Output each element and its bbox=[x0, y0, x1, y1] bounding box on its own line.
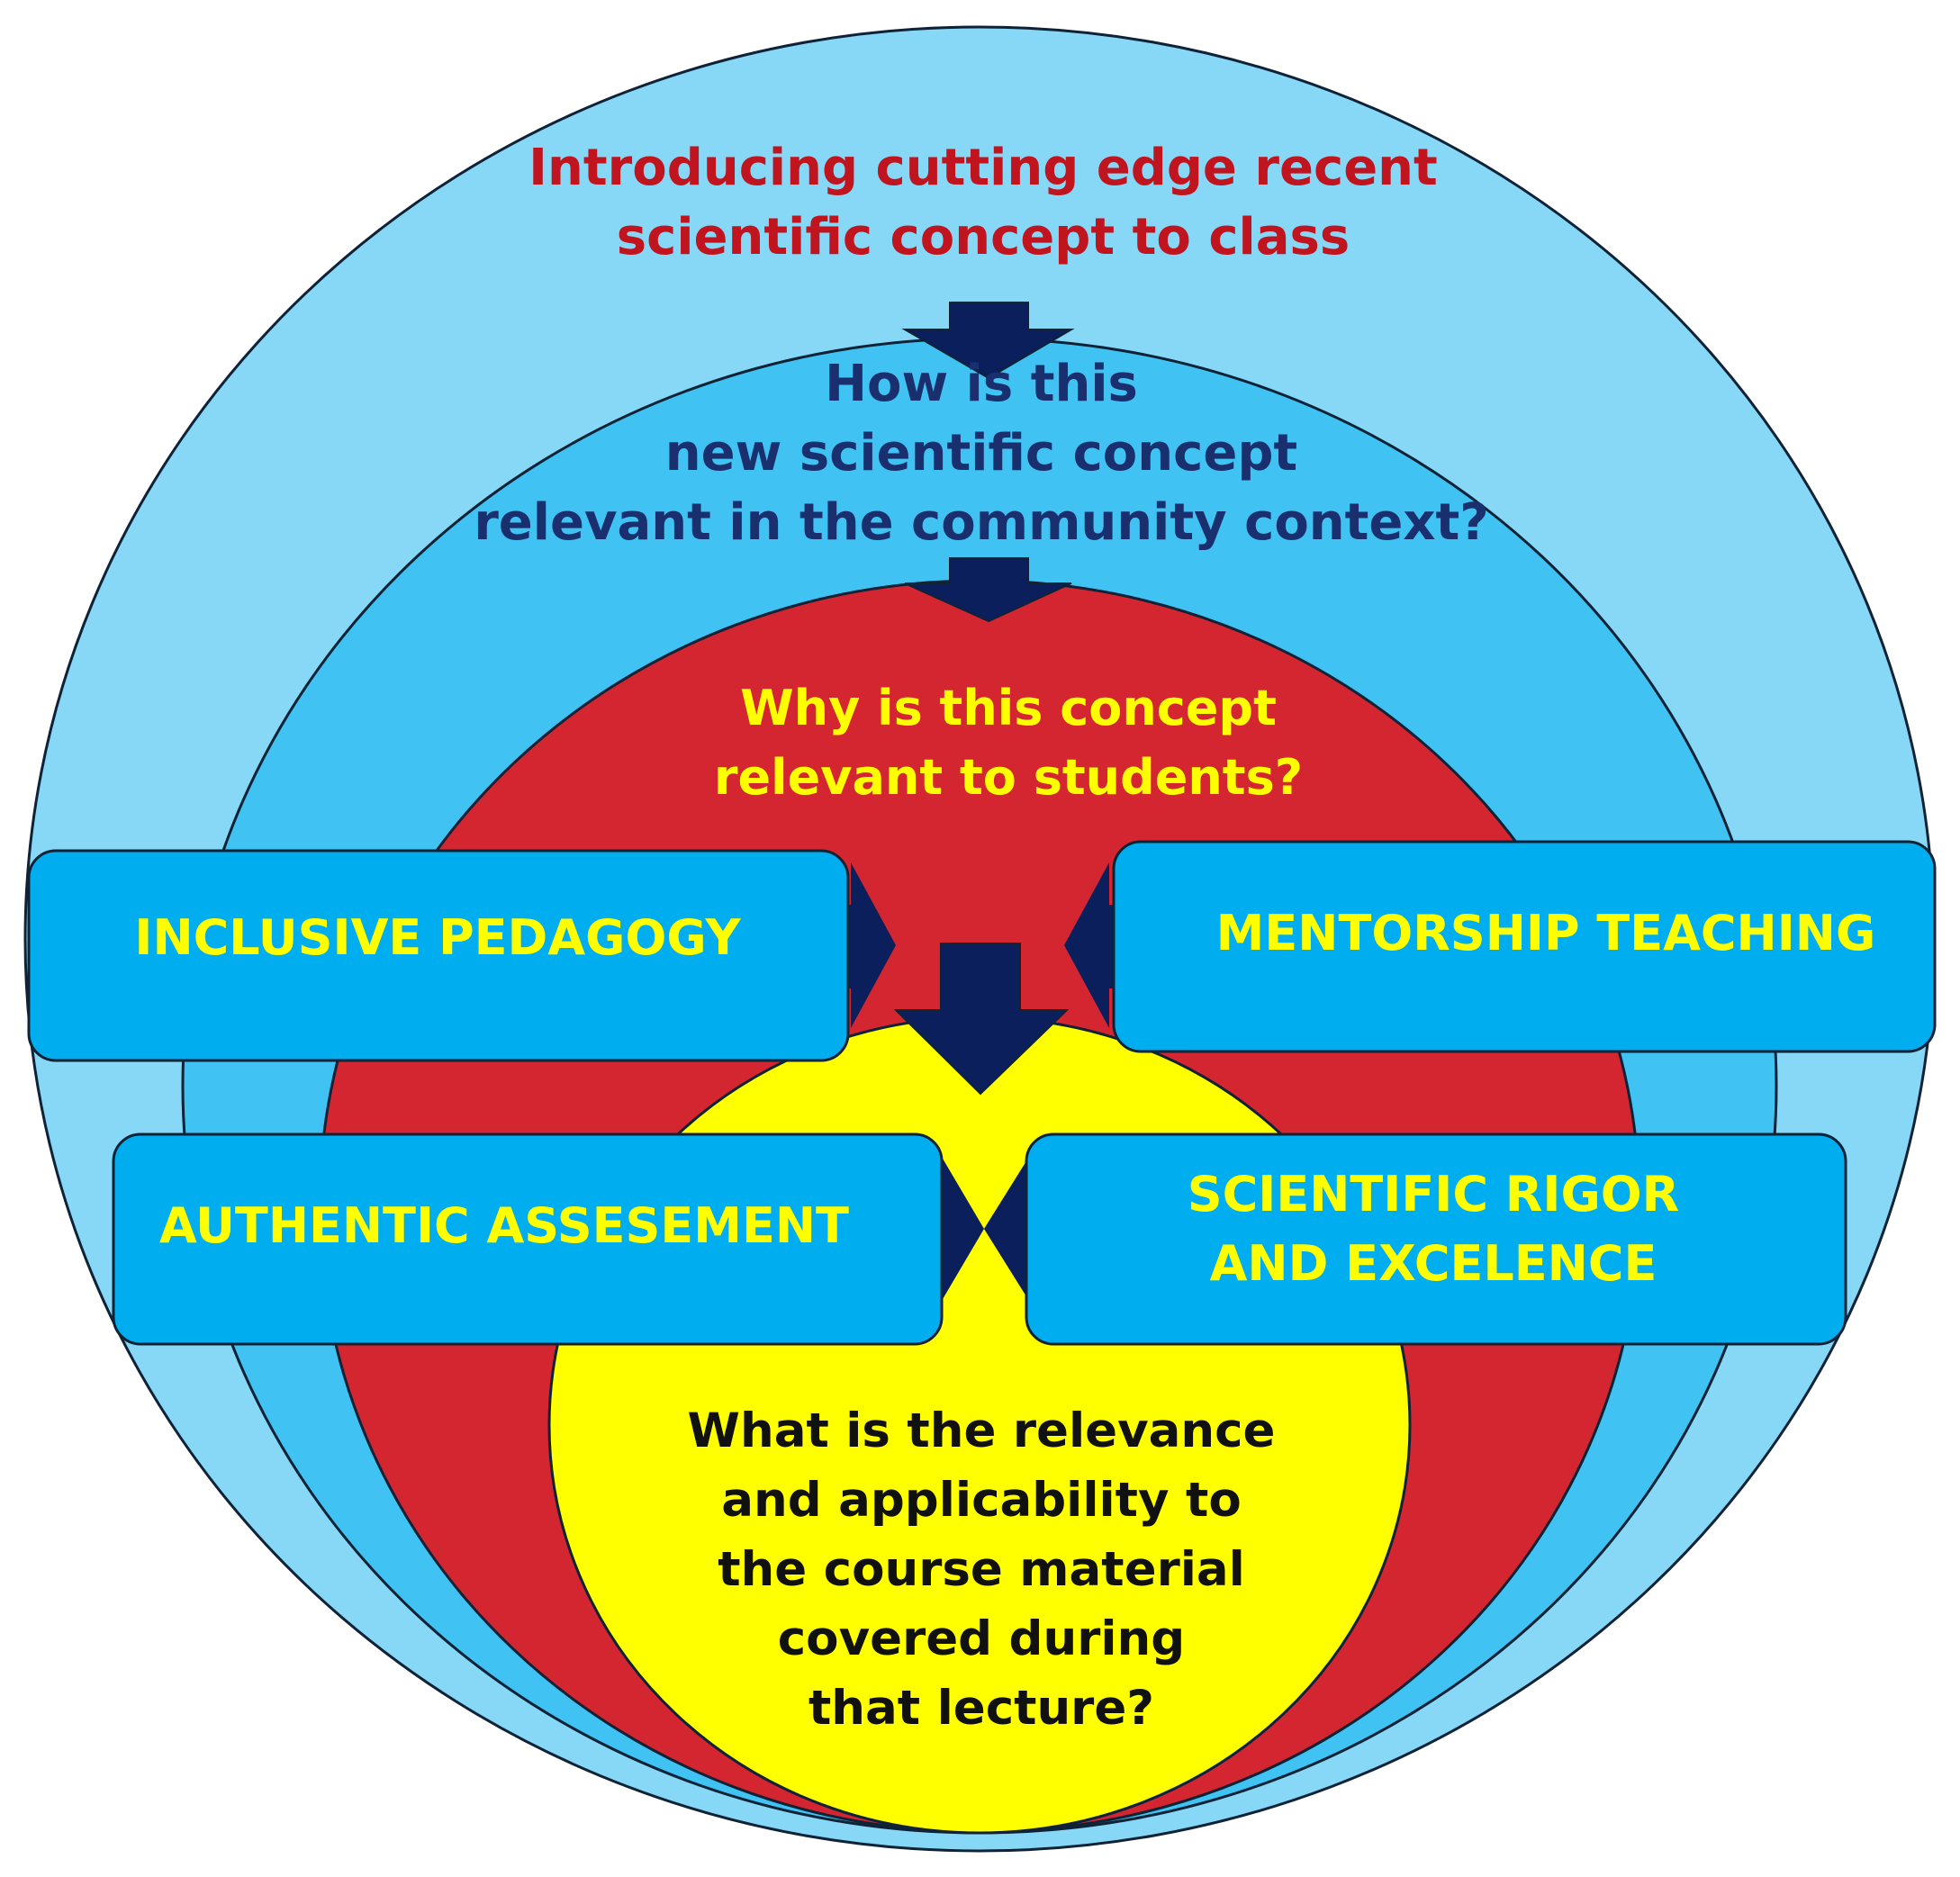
label-inclusive-pedagogy: INCLUSIVE PEDAGOGY bbox=[134, 909, 741, 966]
middle-text-line: How is this bbox=[825, 355, 1138, 413]
box-inclusive-pedagogy bbox=[27, 849, 850, 1062]
center-text-line: that lecture? bbox=[808, 1681, 1154, 1736]
center-text-line: and applicability to bbox=[721, 1473, 1242, 1528]
red-text-line: Why is this concept bbox=[740, 680, 1277, 736]
arrow-down-icon bbox=[901, 302, 1075, 380]
outer-text-line: Introducing cutting edge recent bbox=[528, 139, 1438, 197]
center-text-line: the course material bbox=[718, 1542, 1245, 1597]
box-scientific-rigor bbox=[1025, 1133, 1847, 1346]
label-authentic-assessment: AUTHENTIC ASSESEMENT bbox=[159, 1197, 849, 1254]
label-mentorship-teaching: MENTORSHIP TEACHING bbox=[1216, 905, 1876, 961]
center-text-line: What is the relevance bbox=[688, 1403, 1276, 1458]
label-scientific-rigor-line: SCIENTIFIC RIGOR bbox=[1188, 1166, 1680, 1223]
arrow-down-icon bbox=[904, 557, 1072, 623]
center-text-line: covered during bbox=[778, 1611, 1185, 1666]
red-text-line: relevant to students? bbox=[714, 749, 1303, 806]
box-mentorship-teaching bbox=[1112, 840, 1937, 1053]
outer-text-line: scientific concept to class bbox=[617, 208, 1350, 266]
box-authentic-assessment bbox=[112, 1133, 944, 1346]
arrow-down-icon bbox=[893, 943, 1070, 1096]
middle-text-line: relevant in the community context? bbox=[474, 493, 1489, 552]
label-scientific-rigor-line: AND EXCELENCE bbox=[1210, 1235, 1657, 1292]
middle-text-line: new scientific concept bbox=[665, 424, 1297, 483]
